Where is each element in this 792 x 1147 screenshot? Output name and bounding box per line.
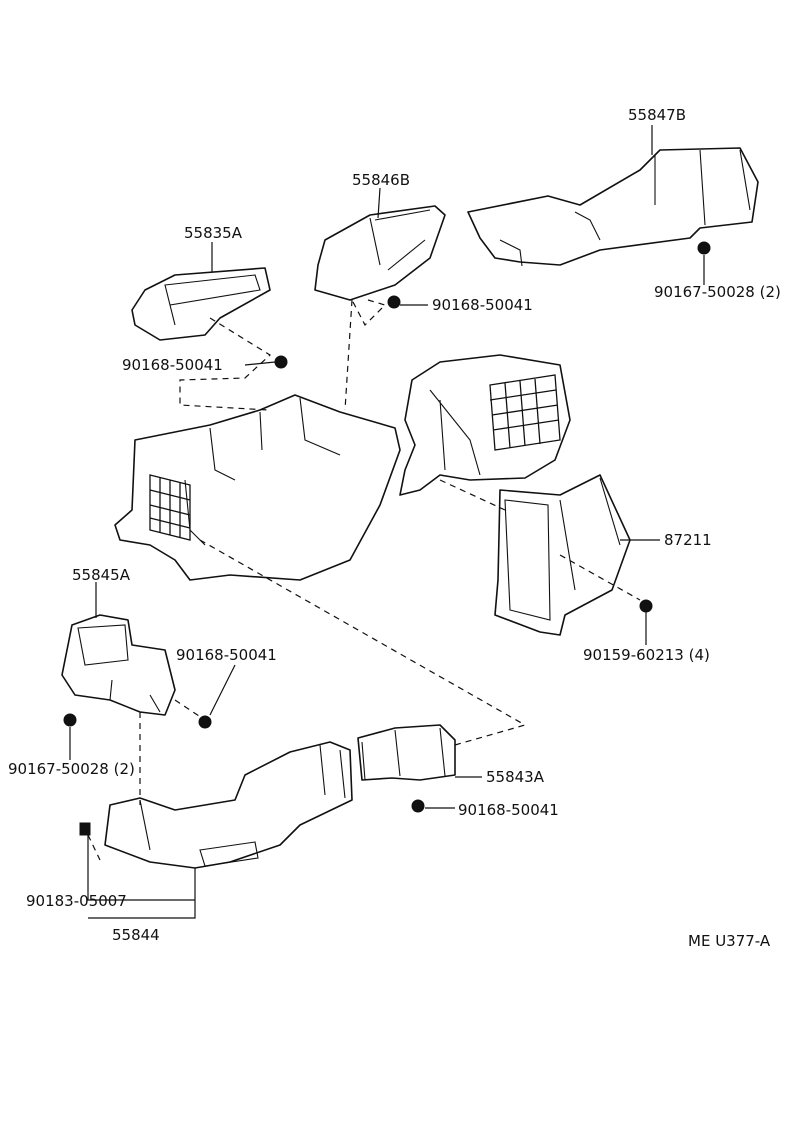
leader-lines xyxy=(69,125,705,919)
heater-unit xyxy=(114,394,401,581)
screw-90168-mid xyxy=(198,715,212,729)
screw-90168-top xyxy=(387,295,401,309)
label-90168-left: 90168-50041 xyxy=(122,356,223,374)
label-55847b: 55847B xyxy=(628,106,686,124)
duct-87211 xyxy=(494,474,631,636)
screw-90167-right xyxy=(697,241,711,255)
label-90168-mid: 90168-50041 xyxy=(176,646,277,664)
label-55835a: 55835A xyxy=(184,224,243,242)
screw-90168-bottom xyxy=(411,799,425,813)
label-87211: 87211 xyxy=(664,531,712,549)
label-55845a: 55845A xyxy=(72,566,131,584)
label-90167-left: 90167-50028 (2) xyxy=(8,760,135,778)
screw-90168-left xyxy=(274,355,288,369)
duct-55846b xyxy=(314,205,446,301)
assembly-lines xyxy=(87,299,641,861)
screw-90159 xyxy=(639,599,653,613)
blower-unit xyxy=(399,354,571,496)
screw-90167-left xyxy=(63,713,77,727)
label-90168-top: 90168-50041 xyxy=(432,296,533,314)
duct-55847b xyxy=(467,147,759,267)
label-90159: 90159-60213 (4) xyxy=(583,646,710,664)
label-90168-bottom: 90168-50041 xyxy=(458,801,559,819)
clip-90183 xyxy=(79,822,91,836)
label-90183: 90183-05007 xyxy=(26,892,127,910)
label-55846b: 55846B xyxy=(352,171,410,189)
duct-55835a xyxy=(131,267,271,341)
duct-55843a xyxy=(357,724,456,781)
duct-55844 xyxy=(104,741,353,869)
label-55843a: 55843A xyxy=(486,768,545,786)
label-90167-right: 90167-50028 (2) xyxy=(654,283,781,301)
reference-code: ME U377-A xyxy=(688,932,771,950)
label-55844: 55844 xyxy=(112,926,160,944)
duct-55845a xyxy=(61,614,176,716)
